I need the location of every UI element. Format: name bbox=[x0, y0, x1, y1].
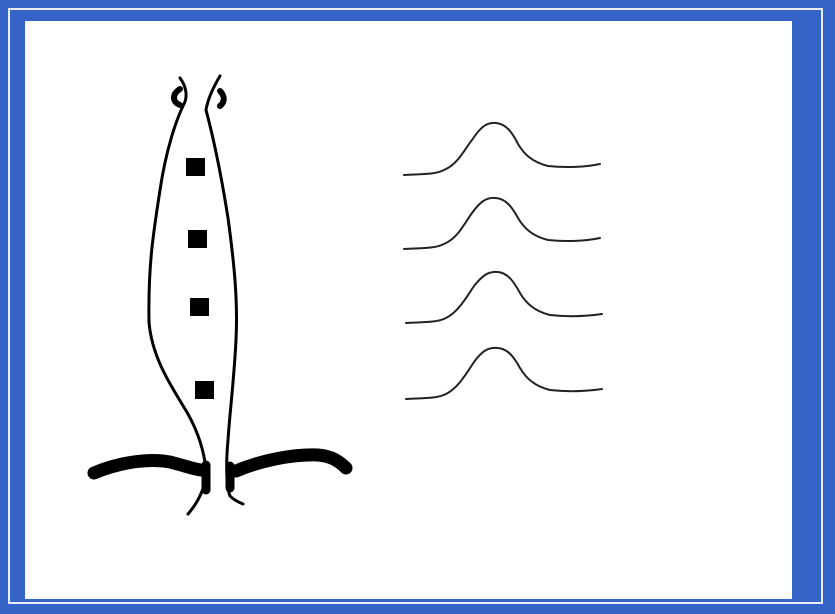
base-left-bar bbox=[94, 460, 202, 473]
elongated-vessel-icon bbox=[149, 76, 243, 514]
marker-square bbox=[190, 298, 209, 316]
waveform-trace bbox=[406, 348, 602, 399]
waveform-trace bbox=[404, 198, 600, 249]
vessel-left-wall bbox=[149, 78, 206, 514]
top-right-mark bbox=[220, 91, 224, 106]
markers bbox=[186, 158, 214, 399]
base-bars bbox=[94, 455, 346, 490]
vessel-right-wall bbox=[206, 76, 243, 504]
waveform-trace bbox=[404, 123, 600, 175]
marker-square bbox=[188, 230, 207, 248]
marker-square bbox=[186, 158, 205, 176]
marker-square bbox=[195, 381, 214, 399]
base-right-bar bbox=[236, 455, 346, 471]
waveform-trace bbox=[406, 272, 602, 323]
top-left-mark bbox=[174, 89, 180, 105]
waveform-traces bbox=[404, 123, 602, 399]
